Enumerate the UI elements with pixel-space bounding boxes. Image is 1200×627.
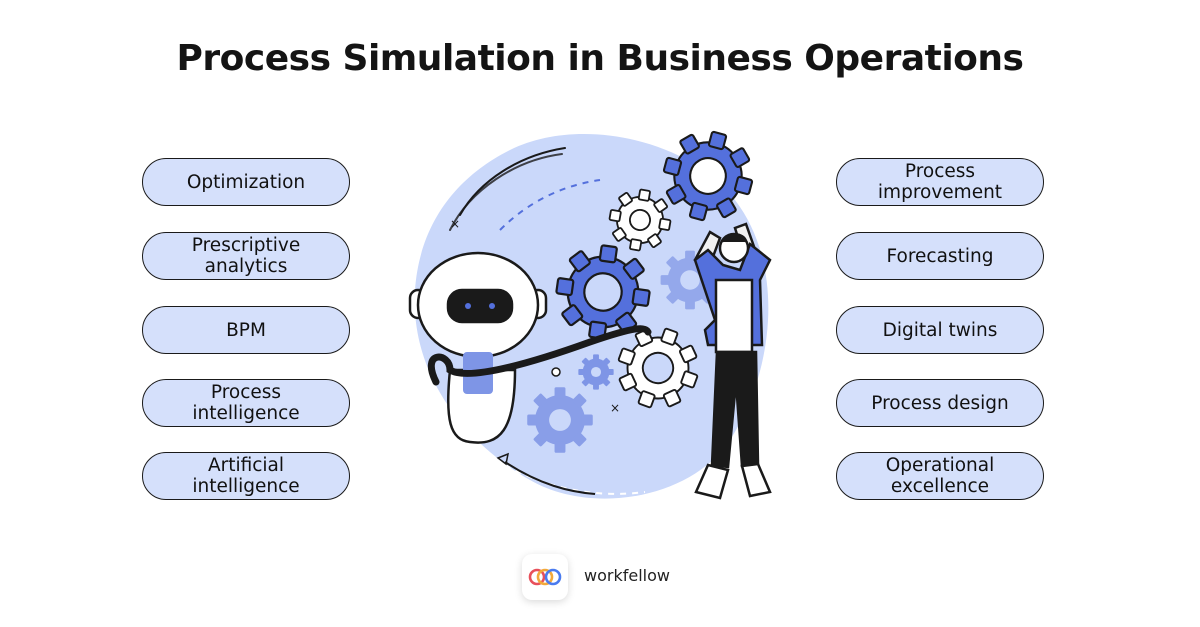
item-process-improvement: Process improvement <box>836 158 1044 206</box>
gear-icon <box>604 184 676 256</box>
item-operational-excellence: Operational excellence <box>836 452 1044 500</box>
gear-icon <box>605 315 711 421</box>
item-forecasting: Forecasting <box>836 232 1044 280</box>
robot-icon <box>408 251 652 444</box>
gear-icon <box>578 354 614 390</box>
item-artificial-intelligence: Artificial intelligence <box>142 452 350 500</box>
svg-text:×: × <box>450 217 460 231</box>
item-process-design: Process design <box>836 379 1044 427</box>
workfellow-logo-icon <box>528 568 562 586</box>
brand-name[interactable]: workfellow <box>584 566 670 585</box>
page-title: Process Simulation in Business Operation… <box>176 38 1024 79</box>
svg-text:×: × <box>610 401 620 415</box>
item-prescriptive-analytics: Prescriptive analytics <box>142 232 350 280</box>
item-optimization: Optimization <box>142 158 350 206</box>
gear-icon <box>549 238 657 346</box>
person-icon <box>693 222 772 500</box>
gear-icon <box>652 120 764 232</box>
gear-icon <box>527 387 593 453</box>
item-bpm: BPM <box>142 306 350 354</box>
workfellow-logo[interactable] <box>522 554 568 600</box>
item-process-intelligence: Process intelligence <box>142 379 350 427</box>
illustration: × × <box>408 120 772 500</box>
gear-icon <box>660 250 720 310</box>
item-digital-twins: Digital twins <box>836 306 1044 354</box>
